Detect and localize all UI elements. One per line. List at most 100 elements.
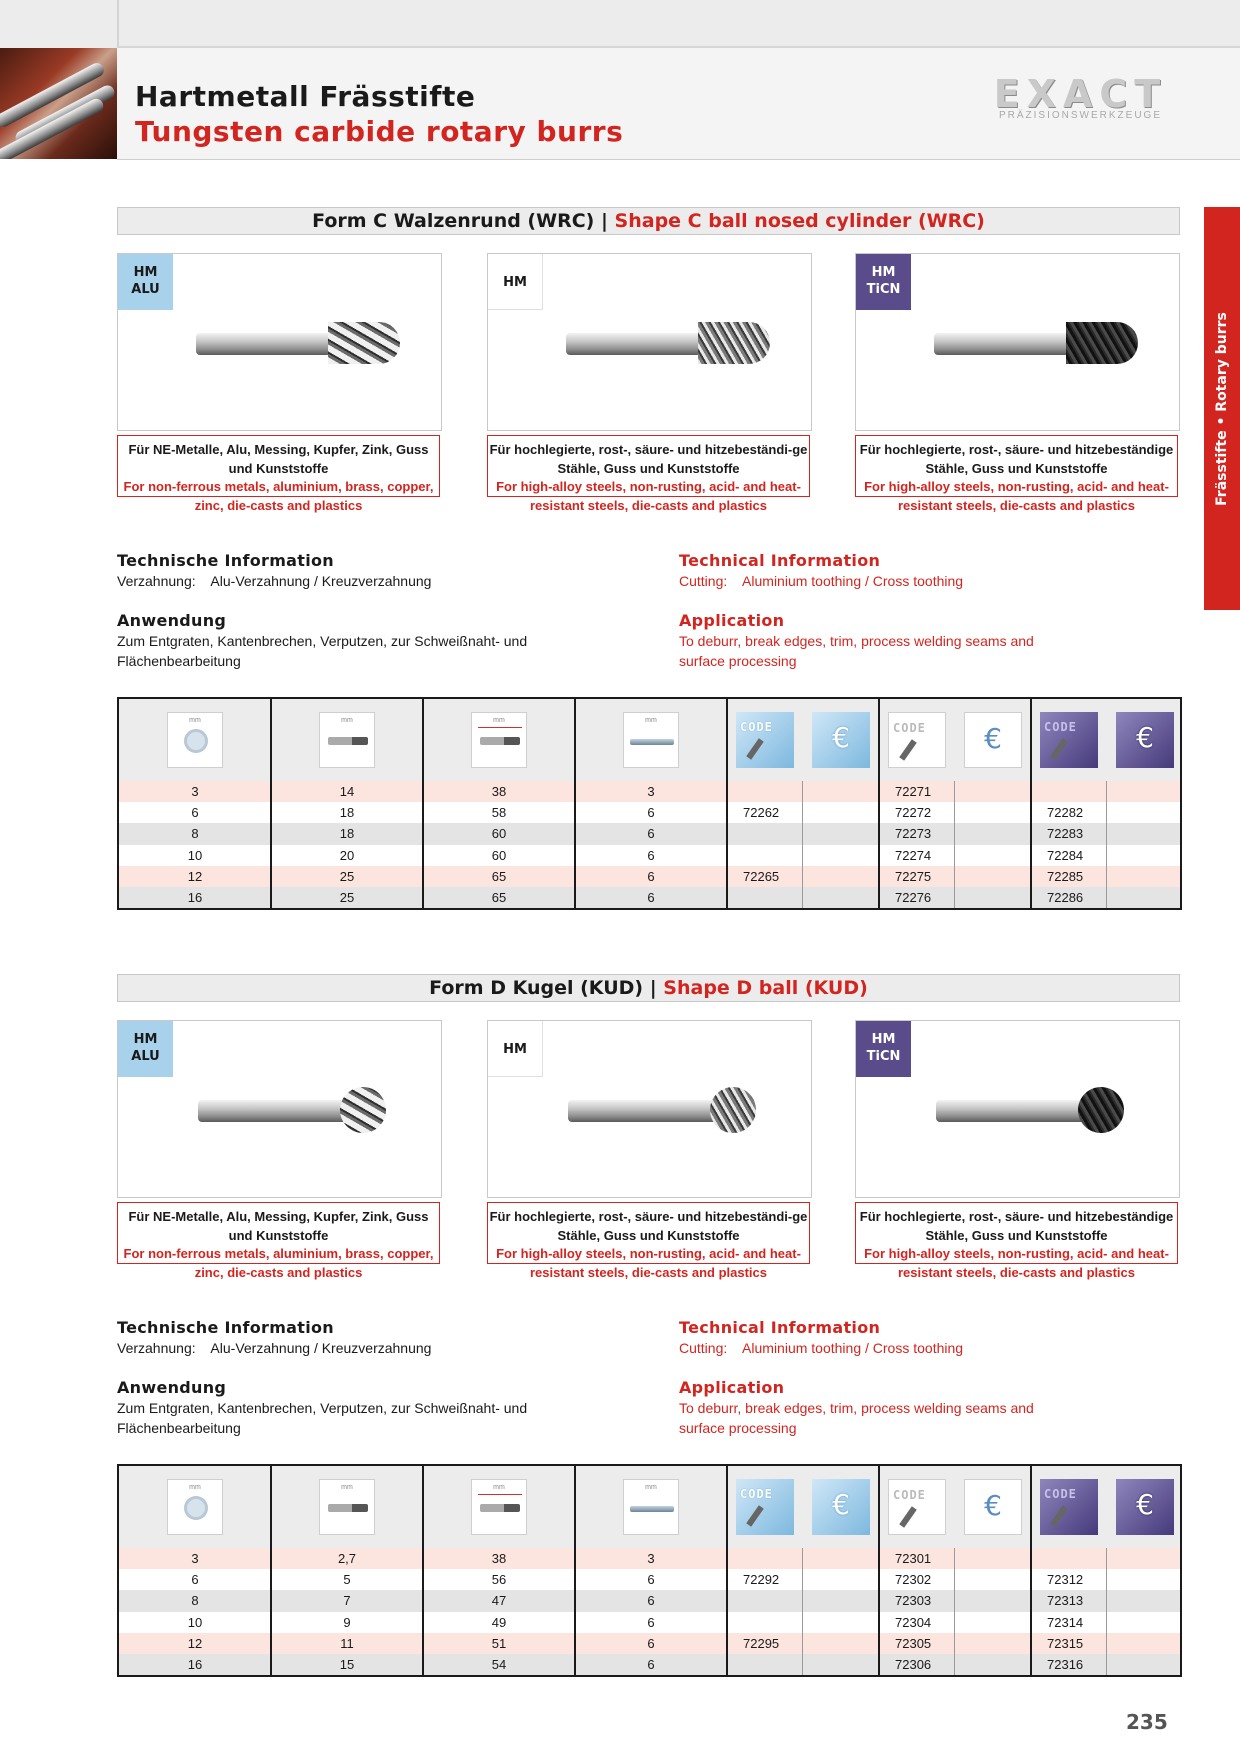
shank-diameter-icon: mm — [623, 712, 679, 768]
table-cell: 72282 — [1047, 805, 1084, 821]
column-divider — [1030, 699, 1032, 909]
column-divider — [1106, 1548, 1107, 1676]
table-cell: 10 — [187, 847, 203, 863]
mm-label: mm — [341, 717, 353, 724]
column-divider — [802, 1548, 803, 1676]
table-cell — [803, 802, 879, 823]
column-divider — [726, 1466, 728, 1676]
table-cell: 3 — [191, 1551, 199, 1566]
column-divider — [954, 1548, 955, 1676]
tech-info-de: Verzahnung: Alu-Verzahnung / Kreuzverzah… — [117, 1338, 431, 1358]
table-cell: 5 — [343, 1572, 351, 1588]
mm-label: mm — [189, 1484, 201, 1491]
table-cell: 72305 — [895, 1635, 932, 1651]
material-badge: HM TiCN — [856, 254, 911, 310]
table-cell: 3 — [191, 784, 199, 799]
table-cell — [803, 1654, 879, 1675]
table-cell — [955, 802, 1031, 823]
table-cell: 16 — [187, 890, 203, 905]
header-band — [117, 48, 1240, 160]
badge-line-1: HM — [871, 265, 896, 280]
table-cell: 72313 — [1047, 1593, 1084, 1609]
burr-shank — [934, 333, 1069, 355]
badge-line-1: HM — [871, 1032, 896, 1047]
code-icon-ticn: CODE — [1040, 712, 1098, 768]
description-en: For high-alloy steels, non-rusting, acid… — [864, 1246, 1169, 1280]
table-cell: 20 — [339, 847, 355, 863]
burr-head — [328, 322, 400, 364]
table-cell — [727, 1654, 803, 1675]
price-icon-alu: € — [812, 1479, 870, 1535]
table-cell — [803, 1633, 879, 1654]
table-cell — [1107, 1590, 1180, 1611]
table-cell: 6 — [647, 1657, 655, 1672]
table-cell — [1107, 1612, 1180, 1633]
table-cell — [1107, 1548, 1180, 1569]
column-divider — [574, 1466, 576, 1676]
table-cell: 72292 — [743, 1572, 780, 1588]
burr-shape — [328, 737, 368, 745]
product-description: Für hochlegierte, rost-, säure- und hitz… — [855, 435, 1178, 513]
table-cell: 6 — [191, 1572, 199, 1588]
table-cell — [1107, 1654, 1180, 1675]
table-cell: 15 — [339, 1657, 355, 1672]
mm-label: mm — [341, 1484, 353, 1491]
table-cell: 47 — [491, 1593, 507, 1609]
table-cell: 54 — [491, 1657, 507, 1672]
tech-value-de: Alu-Verzahnung / Kreuzverzahnung — [210, 1340, 432, 1356]
column-divider — [1030, 1466, 1032, 1676]
table-cell: 18 — [339, 805, 355, 821]
table-cell — [1107, 866, 1180, 887]
tech-value-en: Aluminium toothing / Cross toothing — [742, 573, 964, 589]
badge-line-1: HM — [503, 1042, 527, 1057]
section-title-de: Form C Walzenrund (WRC) — [312, 210, 595, 232]
page-title-en: Tungsten carbide rotary burrs — [135, 115, 624, 148]
code-label: CODE — [893, 721, 926, 735]
table-cell: 72302 — [895, 1572, 932, 1588]
table-cell — [803, 845, 879, 866]
table-cell: 6 — [647, 826, 655, 842]
application-heading-de: Anwendung — [117, 1378, 227, 1397]
table-cell: 6 — [647, 1635, 655, 1651]
description-en: For non-ferrous metals, aluminium, brass… — [123, 1246, 434, 1280]
diameter-icon: mm — [167, 1479, 223, 1535]
code-icon-hm: CODE — [888, 712, 946, 768]
badge-line-2: TiCN — [866, 282, 901, 297]
application-heading-en: Application — [679, 611, 785, 630]
euro-icon: € — [1136, 721, 1154, 754]
mm-label: mm — [645, 717, 657, 724]
column-divider — [574, 699, 576, 909]
table-cell: 72274 — [895, 847, 932, 863]
tech-value-de: Alu-Verzahnung / Kreuzverzahnung — [210, 573, 432, 589]
total-length-icon: mm — [471, 1479, 527, 1535]
burr-head — [340, 1087, 386, 1133]
table-cell: 72316 — [1047, 1657, 1084, 1672]
table-cell — [803, 1548, 879, 1569]
application-text-en: To deburr, break edges, trim, process we… — [679, 631, 1034, 671]
top-bar-left — [0, 0, 119, 48]
burr-shank — [568, 1100, 718, 1122]
table-cell — [955, 823, 1031, 844]
burr-shank — [566, 333, 701, 355]
table-cell — [955, 1548, 1031, 1569]
table-cell: 3 — [647, 1551, 655, 1566]
table-cell — [1107, 1633, 1180, 1654]
burr-shank — [198, 1100, 348, 1122]
burr-shank — [936, 1100, 1086, 1122]
pen-icon — [746, 738, 764, 760]
table-cell — [1107, 887, 1180, 908]
product-description: Für hochlegierte, rost-, säure- und hitz… — [855, 1202, 1178, 1280]
product-description: Für NE-Metalle, Alu, Messing, Kupfer, Zi… — [117, 435, 440, 513]
code-label: CODE — [893, 1488, 926, 1502]
table-cell: 25 — [339, 890, 355, 905]
section-title-en: Shape C ball nosed cylinder (WRC) — [614, 210, 985, 232]
table-cell: 72271 — [895, 784, 932, 799]
column-divider — [878, 1466, 880, 1676]
table-cell — [803, 866, 879, 887]
